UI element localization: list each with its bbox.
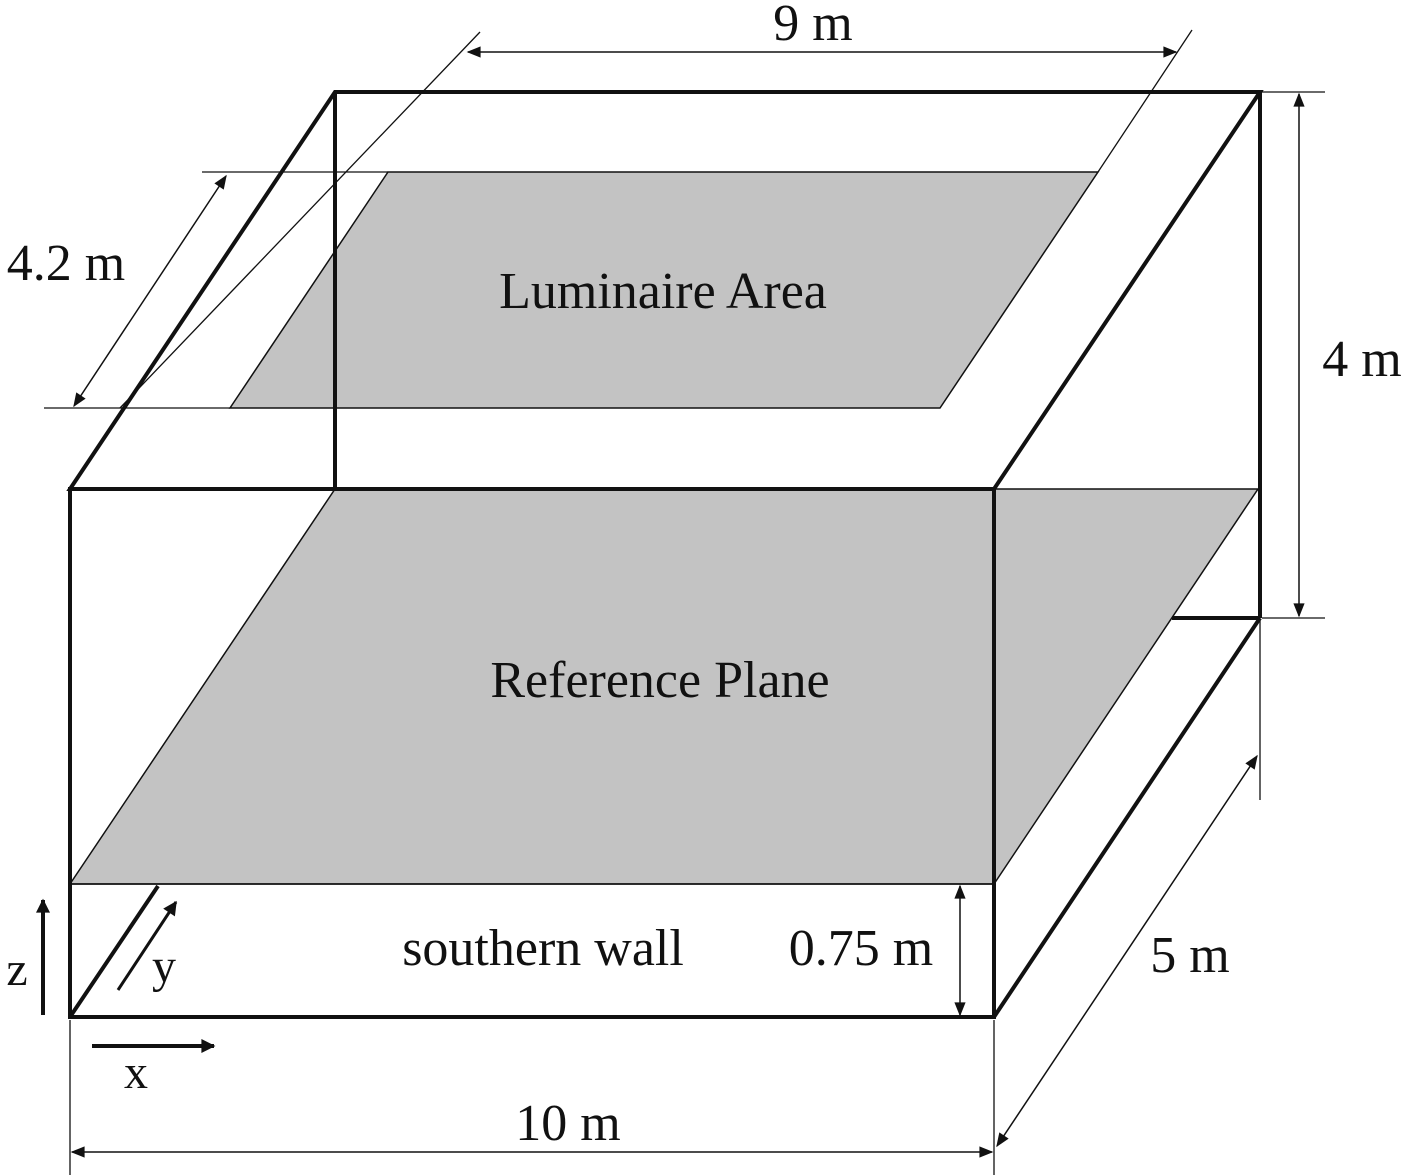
z-axis-label: z: [6, 943, 27, 996]
y-axis-label: y: [152, 940, 176, 993]
dim-5m-arrow: [996, 754, 1258, 1148]
x-axis-label: x: [124, 1046, 148, 1099]
dim-10m-label: 10 m: [515, 1095, 620, 1152]
dim-4-2m-label: 4.2 m: [7, 235, 125, 292]
luminaire-area-label: Luminaire Area: [499, 263, 827, 320]
reference-plane-label: Reference Plane: [490, 652, 829, 709]
dim-4m-label: 4 m: [1322, 331, 1401, 388]
dim-0-75m-label: 0.75 m: [789, 920, 933, 977]
southern-wall-label: southern wall: [402, 920, 684, 977]
dim-4-2m-arrow: [73, 174, 227, 408]
dim-5m-label: 5 m: [1150, 927, 1229, 984]
y-axis-arrow: [116, 900, 178, 991]
dimension-arrows: [70, 46, 1305, 1158]
luminaire-area-shape: [228, 171, 1100, 409]
axes: [36, 898, 216, 1053]
dim-9m-label: 9 m: [773, 0, 852, 52]
